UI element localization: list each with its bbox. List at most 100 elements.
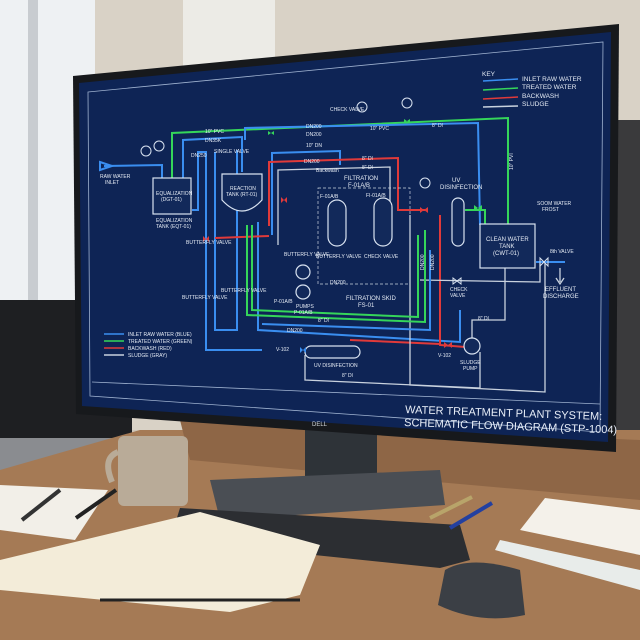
- label-raw-inlet: RAW WATER: [100, 174, 131, 180]
- label-filtration-2: F-01A/B: [348, 183, 370, 189]
- equalization-tank: [152, 177, 192, 215]
- label-effluent: EFFLUENT: [545, 287, 576, 293]
- label-pipe: 8" DI: [362, 165, 373, 171]
- label-filter: FI-01A/B: [366, 193, 386, 199]
- label-valve: CHECK: [450, 287, 468, 293]
- legend-label-backwash: BACKWASH (RED): [128, 346, 172, 352]
- key-items: INLET RAW WATER TREATED WATER BACKWASH S…: [482, 76, 582, 108]
- valve-icon: [203, 236, 209, 242]
- label-valve: CHECK VALVE: [330, 107, 365, 113]
- diagram-border: [87, 41, 604, 433]
- label-uv-2: DISINFECTION: [440, 185, 482, 191]
- pipe-treated-2: [251, 225, 419, 319]
- label-skid: FILTRATION SKID: [346, 296, 396, 302]
- label-pumps: PUMPS: [296, 304, 314, 310]
- pipe-blue-top: [244, 121, 481, 226]
- pipe-sludge-3: [419, 262, 541, 283]
- key-label-treated: TREATED WATER: [522, 84, 577, 91]
- filter-f01b: [373, 197, 393, 247]
- label-pipe: DN250: [191, 153, 207, 159]
- label-pipe: DN200: [420, 254, 426, 270]
- label-pipe: DN200: [306, 132, 322, 138]
- pump-a: [295, 264, 311, 280]
- effluent-arrow: [555, 268, 565, 286]
- title-block-line: [91, 381, 601, 405]
- label-pipe: 10" DN: [306, 143, 322, 149]
- sketch-pad: [520, 498, 640, 555]
- equipment: [140, 97, 549, 359]
- label-pipe: DN200: [287, 328, 303, 334]
- label-reaction: REACTION: [230, 186, 256, 192]
- pipe-sludge-1: [277, 166, 391, 245]
- label-pipe: DN200: [306, 124, 322, 130]
- pipe-blue-5: [257, 222, 461, 344]
- valve-icon: [444, 342, 452, 348]
- label-pipe: 8" DI: [478, 316, 489, 322]
- valve-icon: [300, 347, 306, 353]
- label-valve: BUTTERFLY VALVE: [182, 295, 228, 301]
- pipe-backwash-top: [268, 156, 425, 226]
- label-pipe: DN35K: [205, 138, 222, 144]
- label-valve: BUTTERFLY VALVE: [186, 240, 232, 246]
- label-eq-tank: EQUALIZATION: [156, 218, 193, 224]
- legend-label-treated: TREATED WATER (GREEN): [128, 339, 193, 345]
- pipe-blue-6: [261, 250, 431, 332]
- label-sludge-pump-2: PUMP: [463, 366, 478, 372]
- label-eq-tank-2: TANK (EQT-01): [156, 224, 191, 230]
- filtration-skid-frame: [317, 187, 411, 285]
- computer-mouse: [438, 562, 525, 619]
- label-pipe: 10" PVI: [509, 153, 515, 170]
- pipe-backwash-right: [439, 215, 466, 348]
- reaction-tank: [221, 173, 263, 212]
- label-uv: UV: [452, 178, 460, 184]
- valve-icon: [420, 207, 428, 213]
- label-pipe: 8" DI: [432, 123, 443, 129]
- pipe-blue-4: [271, 149, 341, 235]
- coffee-mug: [118, 436, 188, 506]
- label-pumps-2: P-01A/B: [294, 310, 313, 316]
- sludge-pump: [463, 337, 481, 355]
- pipe-treated-uv: [465, 209, 486, 225]
- label-feed: SOOM WATER: [537, 201, 572, 207]
- pipe-backwash-left: [214, 235, 270, 239]
- label-pipe: 10" PVC: [370, 126, 389, 132]
- scale-ruler: [495, 540, 640, 590]
- label-pipe: Backwash: [316, 168, 339, 174]
- legend-label-sludge: SLUDGE (GRAY): [128, 353, 167, 359]
- label-valve: BUTTERFLY VALVE: [316, 254, 362, 260]
- uv-disinfection-lower: [304, 345, 361, 359]
- label-pipe: DN200: [430, 254, 436, 270]
- label-pipe: DN200: [304, 159, 320, 165]
- label-pipe: 8" DI: [342, 373, 353, 379]
- label-uv-lower: UV DISINFECTION: [314, 363, 358, 369]
- clean-water-tank: [479, 223, 536, 269]
- diagram-labels: RAW WATER INLET EQUALIZATION (DGT-01) EQ…: [100, 107, 579, 379]
- label-raw-inlet-2: INLET: [105, 180, 119, 186]
- marker: [74, 488, 118, 520]
- valve-icon: [404, 119, 410, 123]
- key-label-backwash: BACKWASH: [522, 93, 559, 100]
- label-valve: CHECK VALVE: [364, 254, 399, 260]
- label-valve: BUTTERFLY VALVE: [221, 288, 267, 294]
- key-label-inlet: INLET RAW WATER: [522, 76, 582, 83]
- pressure-gauge-icon: [153, 140, 165, 152]
- pipe-blue-1: [182, 135, 243, 178]
- check-valve-icon: [452, 277, 462, 285]
- key-heading: KEY: [482, 71, 496, 78]
- label-effluent-2: DISCHARGE: [543, 294, 579, 300]
- label-valve: V-102: [276, 347, 289, 353]
- desk-objects: [0, 436, 640, 619]
- label-valve: VALVE: [450, 293, 466, 299]
- pipe-sludge-4: [471, 268, 506, 338]
- key-line-backwash: [482, 96, 519, 100]
- legend-label-inlet: INLET RAW WATER (BLUE): [128, 332, 192, 338]
- label-reaction-2: TANK (RT-01): [226, 192, 258, 198]
- label-cwt-3: (CWT-01): [493, 251, 519, 257]
- label-pipe: 8" DI: [362, 156, 373, 162]
- marker: [448, 501, 494, 530]
- pipe-blue-3: [214, 150, 238, 331]
- label-valve: V-102: [438, 353, 451, 359]
- pen: [429, 495, 473, 520]
- label-eq-box-2: (DGT-01): [161, 197, 182, 203]
- pen: [20, 488, 62, 522]
